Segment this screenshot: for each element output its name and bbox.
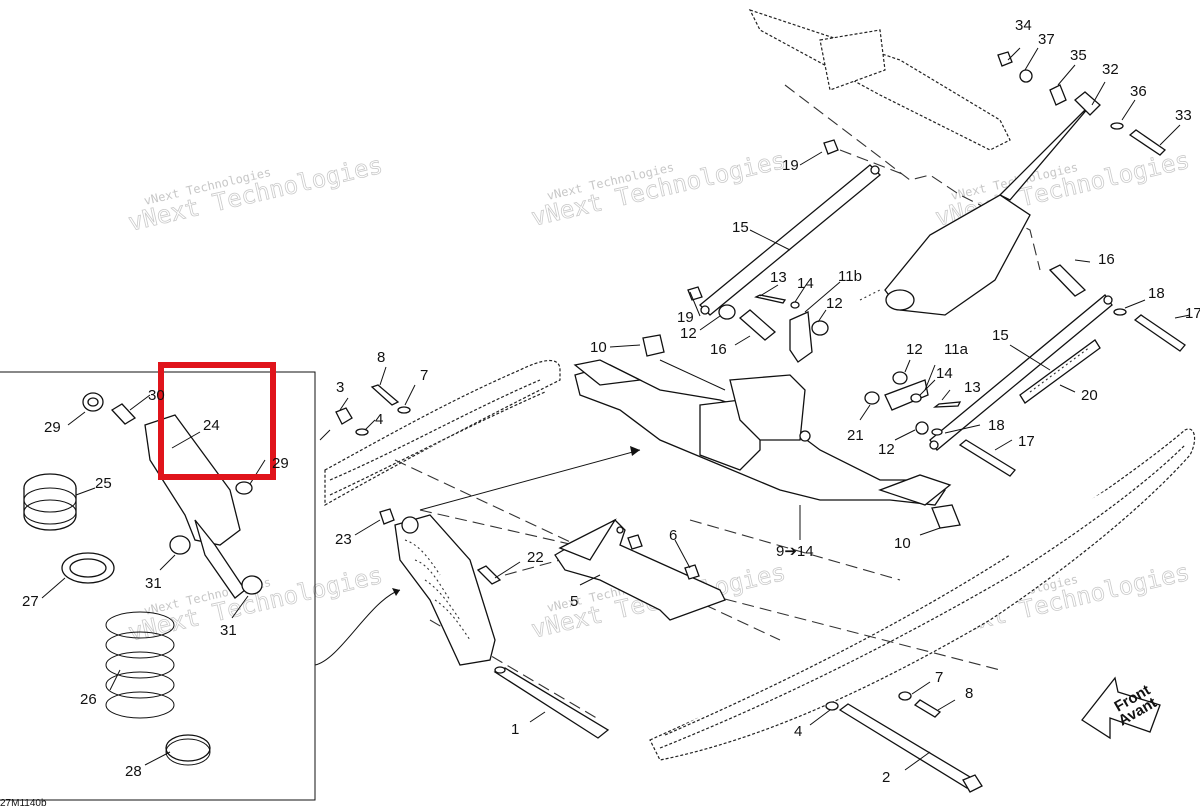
part-label: 31 — [220, 622, 237, 639]
rear-arm-assembly — [573, 359, 952, 506]
part-label: 4 — [794, 723, 802, 740]
part-label: 12 — [826, 295, 843, 312]
link-plate-lower — [929, 294, 1113, 451]
part-label: 8 — [377, 349, 385, 366]
part-label: 10 — [894, 535, 911, 552]
part-label: 14 — [797, 275, 814, 292]
part-label: 26 — [80, 691, 97, 708]
slider-20 — [1019, 339, 1101, 404]
part-label: 25 — [95, 475, 112, 492]
part-label: 35 — [1070, 47, 1087, 64]
part-label: 19 — [782, 157, 799, 174]
shaft-2 — [838, 703, 983, 793]
part-label: 37 — [1038, 31, 1055, 48]
part-label: 22 — [527, 549, 544, 566]
leader-lines — [319, 47, 1191, 771]
right-rail — [649, 428, 1196, 761]
shaft-1 — [493, 666, 610, 739]
part-label: 18 — [1148, 285, 1165, 302]
part-label: 34 — [1015, 17, 1032, 34]
part-label: 16 — [710, 341, 727, 358]
part-label: 21 — [847, 427, 864, 444]
part-label: 11b — [838, 268, 862, 285]
part-label: 28 — [125, 763, 142, 780]
part-label: 13 — [964, 379, 981, 396]
part-label: 32 — [1102, 61, 1119, 78]
part-label: 4 — [375, 411, 383, 428]
part-label: 12 — [906, 341, 923, 358]
part-label: 33 — [1175, 107, 1192, 124]
front-shock — [394, 514, 496, 666]
part-label: 12 — [680, 325, 697, 342]
part-label: 2 — [882, 769, 890, 786]
part-label: 15 — [992, 327, 1009, 344]
part-label: 20 — [1081, 387, 1098, 404]
arrows — [314, 446, 641, 666]
coil-spring — [105, 611, 175, 719]
part-label: 18 — [988, 417, 1005, 434]
part-label: 27 — [22, 593, 39, 610]
highlight-box — [158, 362, 276, 480]
part-label: 14 — [936, 365, 953, 382]
part-label: 31 — [145, 575, 162, 592]
hardware — [335, 51, 1186, 718]
part-label: 3 — [336, 379, 344, 396]
part-label: 16 — [1098, 251, 1115, 268]
part-labels: 34 37 35 32 36 33 19 15 16 13 14 11b 18 … — [22, 17, 1200, 786]
upper-shock — [884, 91, 1101, 316]
part-label: 11a — [944, 341, 969, 358]
part-label: 24 — [203, 417, 220, 434]
figure-reference: 27M1140b — [0, 798, 47, 808]
part-label: 7 — [420, 367, 428, 384]
part-label: 29 — [44, 419, 61, 436]
part-label: 1 — [511, 721, 519, 738]
part-label: 17 — [1018, 433, 1035, 450]
left-rail — [324, 360, 561, 507]
part-label: 12 — [878, 441, 895, 458]
link-plate-upper — [699, 164, 881, 316]
part-label: 13 — [770, 269, 787, 286]
part-label: 6 — [669, 527, 677, 544]
part-label: 30 — [148, 387, 165, 404]
part-label: 19 — [677, 309, 694, 326]
part-label: 7 — [935, 669, 943, 686]
part-label: 15 — [732, 219, 749, 236]
bracket-5 — [554, 518, 726, 621]
front-cross-shaft — [748, 8, 1011, 151]
part-label: 17 — [1185, 305, 1200, 322]
part-label: 5 — [570, 593, 578, 610]
front-arrow: Front Avant — [1081, 676, 1161, 740]
part-label: 10 — [590, 339, 607, 356]
part-label: 23 — [335, 531, 352, 548]
part-label: 29 — [272, 455, 289, 472]
part-label: 9➔14 — [776, 543, 814, 560]
part-label: 8 — [965, 685, 973, 702]
part-label: 36 — [1130, 83, 1147, 100]
